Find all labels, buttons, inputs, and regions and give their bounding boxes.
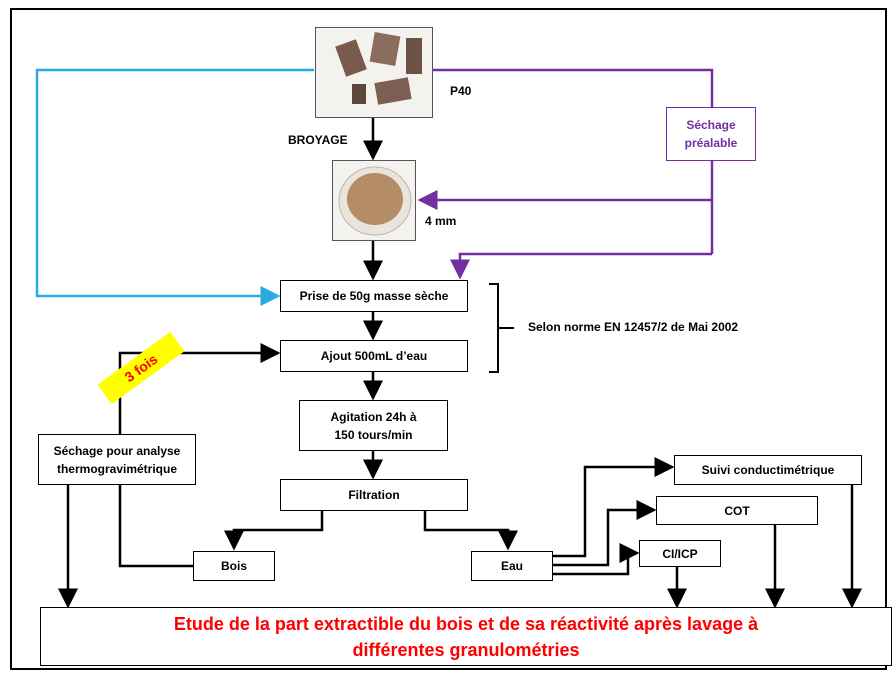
- step-ajout-box: Ajout 500mL d’eau: [280, 340, 468, 372]
- wood-chip-3: [406, 38, 422, 74]
- step-filtration-box: Filtration: [280, 479, 468, 511]
- wood-chip-5: [352, 84, 366, 104]
- arrow-eau-to-cot: [553, 500, 657, 567]
- norm-label: Selon norme EN 12457/2 de Mai 2002: [528, 320, 739, 334]
- purple-arrow-to-prise: [450, 252, 712, 280]
- wood-chip-4: [374, 77, 412, 105]
- agitation-line1: Agitation 24h à: [330, 409, 417, 424]
- thermo-analysis-box: Séchage pour analyse thermogravimétrique: [38, 434, 196, 485]
- wood-powder-illustration: [338, 166, 412, 236]
- wood-chip-1: [335, 39, 367, 77]
- final-goal-line2: différentes granulométries: [352, 640, 580, 660]
- thermo-line1: Séchage pour analyse: [53, 443, 181, 458]
- wood-chip-photo: [315, 27, 433, 118]
- pre-drying-line1: Séchage: [686, 118, 736, 132]
- conductimetry-box: Suivi conductimétrique: [674, 455, 862, 485]
- pre-drying-line2: préalable: [684, 136, 738, 150]
- final-goal-box: Etude de la part extractible du bois et …: [40, 607, 892, 666]
- pre-drying-box: Séchage préalable: [666, 107, 756, 161]
- arrow-eau-to-ciicp: [553, 543, 640, 576]
- sample-name-label: P40: [450, 84, 472, 98]
- output-bois-box: Bois: [193, 551, 275, 581]
- output-eau-box: Eau: [471, 551, 553, 581]
- grinding-step-label: BROYAGE: [288, 133, 348, 147]
- norm-brace: [489, 283, 514, 373]
- thermo-line2: thermogravimétrique: [56, 461, 178, 476]
- wood-chip-illustration: [335, 31, 422, 105]
- step-prise-box: Prise de 50g masse sèche: [280, 280, 468, 312]
- diagram-frame: [10, 8, 887, 670]
- wood-powder-photo: [332, 160, 416, 241]
- cot-box: COT: [656, 496, 818, 525]
- arrow-filtration-to-eau: [423, 510, 518, 551]
- arrow-eau-to-conductimetrie: [553, 457, 675, 558]
- arrow-filtration-to-bois: [224, 510, 324, 551]
- powder-heap: [347, 173, 403, 225]
- final-goal-line1: Etude de la part extractible du bois et …: [173, 614, 759, 634]
- particle-size-label: 4 mm: [425, 214, 457, 228]
- purple-line-photo-to-drying: [432, 68, 714, 108]
- ci-icp-box: CI/ICP: [639, 540, 721, 567]
- blue-bypass-line: [35, 68, 314, 306]
- step-agitation-box: Agitation 24h à 150 tours/min: [299, 400, 448, 451]
- wood-chip-2: [369, 31, 401, 67]
- agitation-line2: 150 tours/min: [334, 427, 413, 442]
